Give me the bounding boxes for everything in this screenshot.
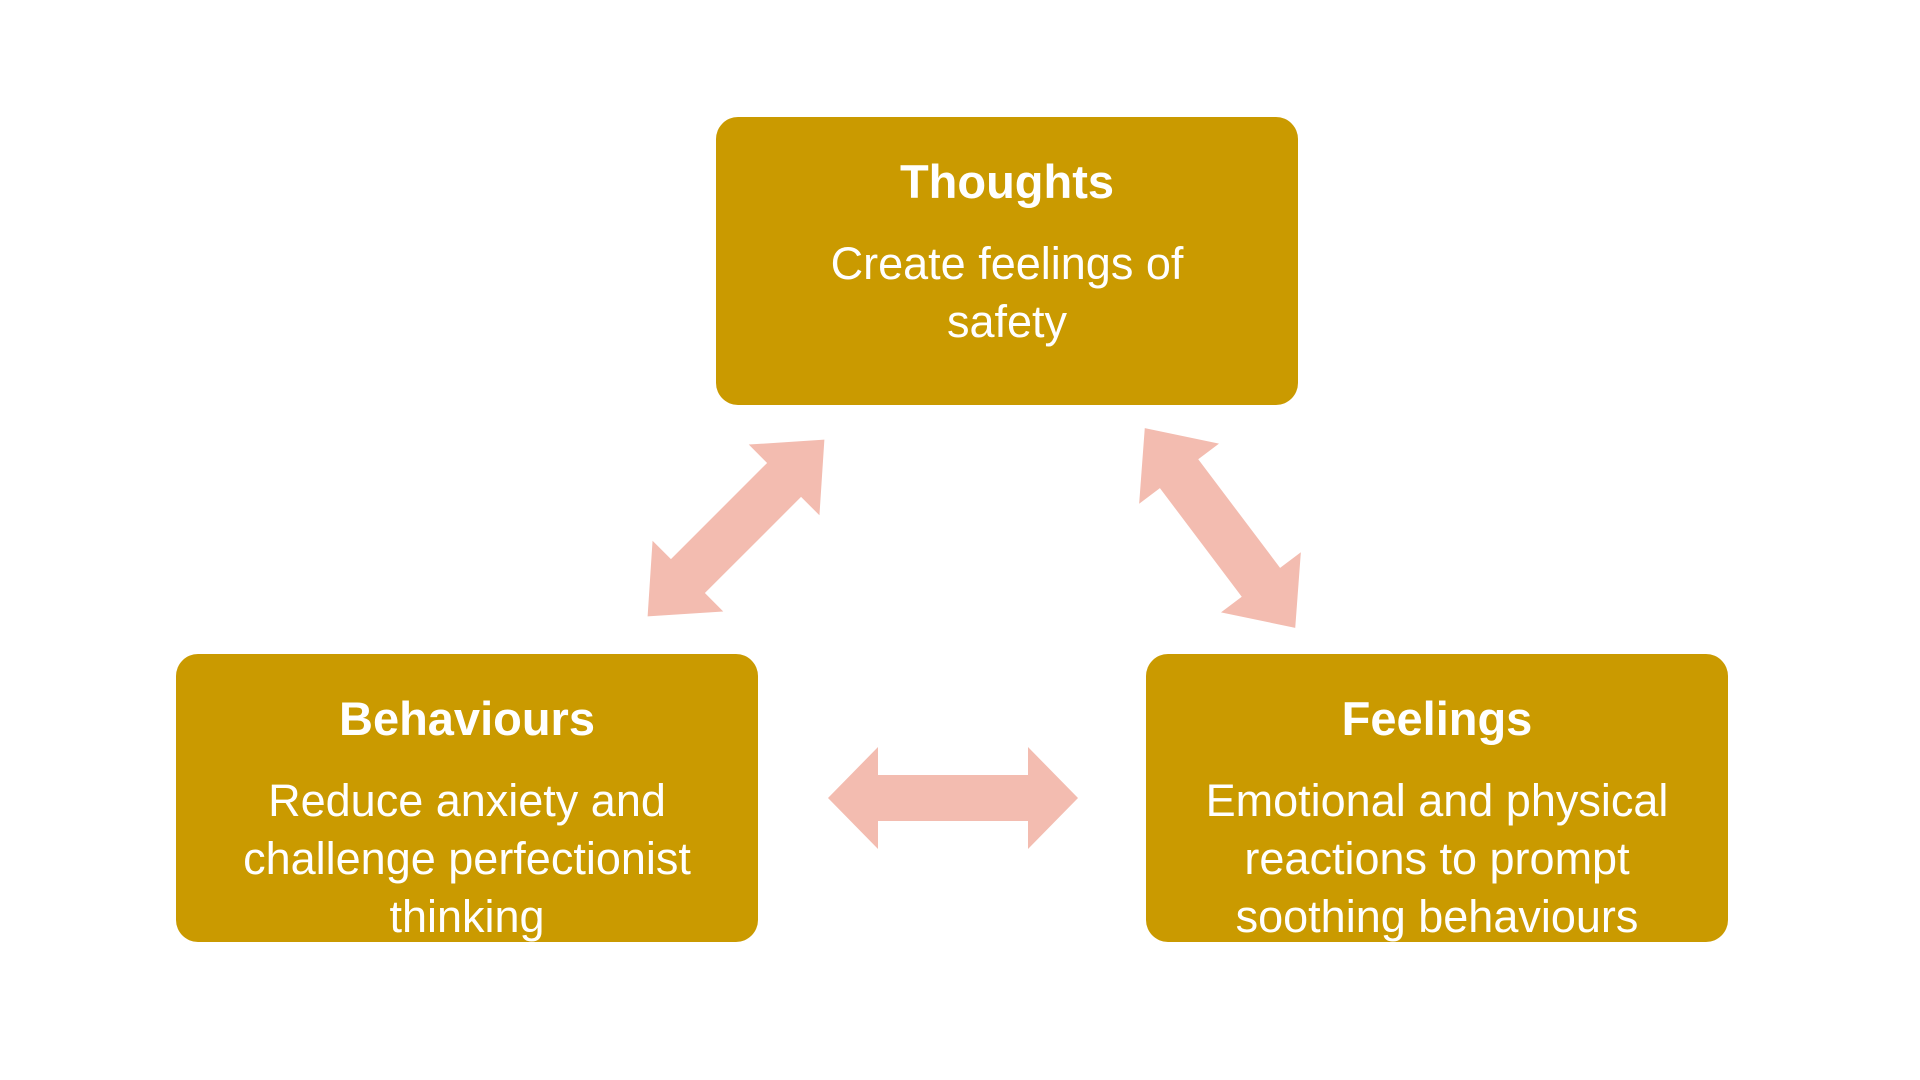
behaviours-title: Behaviours — [339, 692, 595, 745]
arrow-thoughts-behaviours-shape — [647, 439, 825, 617]
thoughts-body: Create feelings of safety — [830, 238, 1184, 347]
arrow-thoughts-feelings-shape — [1139, 428, 1301, 628]
feelings-box: Feelings Emotional and physical reaction… — [1146, 654, 1728, 942]
thoughts-box: Thoughts Create feelings of safety — [716, 117, 1298, 405]
feelings-body: Emotional and physical reactions to prom… — [1205, 775, 1669, 942]
thoughts-title: Thoughts — [899, 155, 1115, 208]
behaviours-body: Reduce anxiety and challenge perfectioni… — [243, 775, 691, 942]
arrow-behaviours-feelings-shape — [828, 747, 1078, 849]
feelings-title: Feelings — [1341, 692, 1533, 745]
behaviours-box: Behaviours Reduce anxiety and challenge … — [176, 654, 758, 942]
